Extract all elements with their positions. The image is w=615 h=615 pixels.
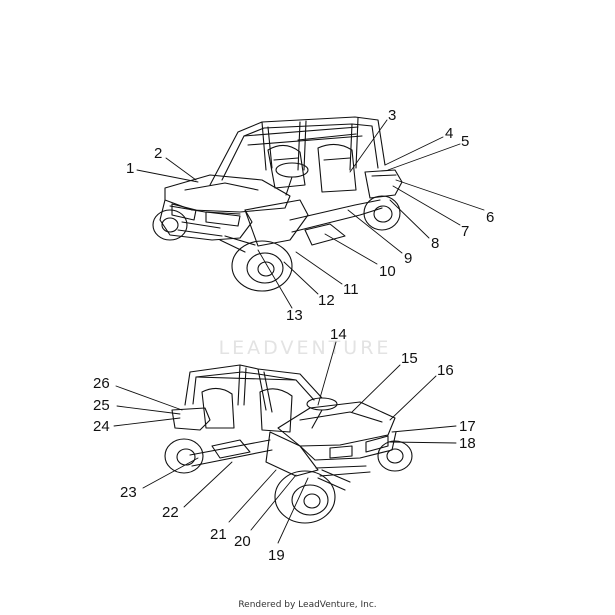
upper-leader-lines (136, 119, 485, 309)
callout-21: 21 (210, 526, 227, 543)
callout-2: 2 (154, 145, 162, 162)
callouts-lower: 14 15 16 17 18 19 20 21 22 23 24 25 26 (93, 326, 476, 564)
callout-13: 13 (286, 307, 303, 324)
callout-14: 14 (330, 326, 347, 343)
callout-1: 1 (126, 160, 134, 177)
callout-19: 19 (268, 547, 285, 564)
callout-12: 12 (318, 292, 335, 309)
callout-8: 8 (431, 235, 439, 252)
callout-18: 18 (459, 435, 476, 452)
watermark: LEADVENTURE (219, 337, 392, 359)
callout-24: 24 (93, 418, 110, 435)
callout-5: 5 (461, 133, 469, 150)
callout-10: 10 (379, 263, 396, 280)
callout-4: 4 (445, 125, 453, 142)
callout-25: 25 (93, 397, 110, 414)
callout-22: 22 (162, 504, 179, 521)
upper-vehicle-drawing (152, 116, 403, 292)
callout-17: 17 (459, 418, 476, 435)
callout-6: 6 (486, 209, 494, 226)
callout-26: 26 (93, 375, 110, 392)
callout-11: 11 (343, 281, 359, 298)
lower-leader-lines (113, 341, 457, 544)
lower-vehicle-drawing (164, 364, 413, 524)
callout-15: 15 (401, 350, 418, 367)
callouts-upper: 1 2 3 4 5 6 7 8 9 10 11 12 13 (126, 107, 494, 324)
callout-16: 16 (437, 362, 454, 379)
callout-23: 23 (120, 484, 137, 501)
callout-7: 7 (461, 223, 469, 240)
callout-9: 9 (404, 250, 412, 267)
callout-3: 3 (388, 107, 396, 124)
callout-20: 20 (234, 533, 251, 550)
render-credit: Rendered by LeadVenture, Inc. (238, 600, 377, 610)
